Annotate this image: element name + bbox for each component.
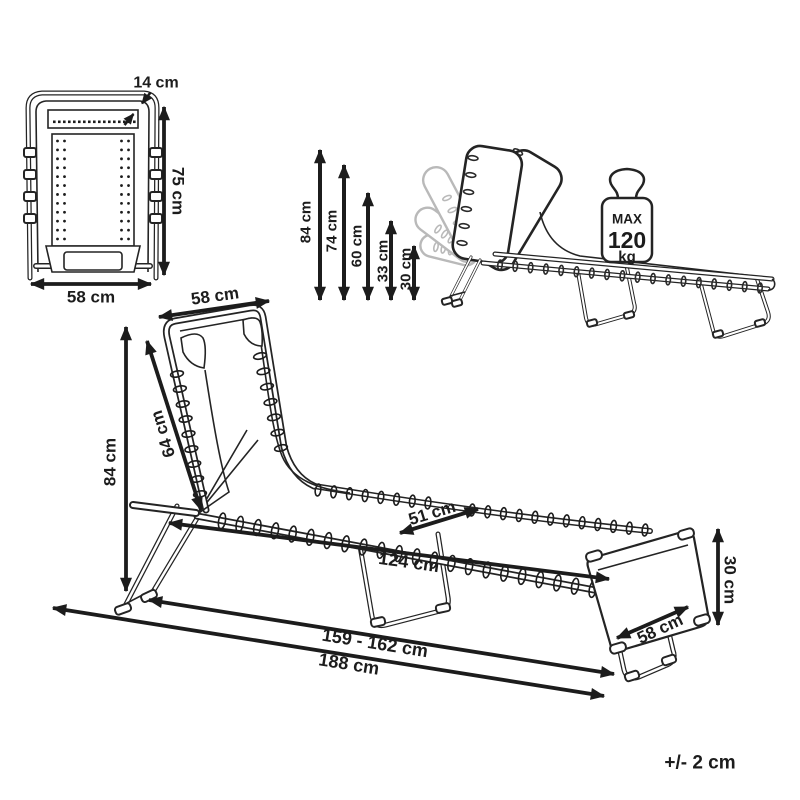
dim-label: 64 cm bbox=[147, 408, 179, 460]
height-label-74: 74 cm bbox=[324, 210, 341, 253]
backrest-height-arrows: 84 cm 74 cm 60 cm 33 cm 30 cm bbox=[298, 148, 420, 302]
dim-foot-height: 30 cm bbox=[712, 527, 740, 627]
main-lounger-view: 58 cm 64 cm 84 cm 51 cm 124 cm 159 - 162… bbox=[51, 283, 740, 700]
dim-label: 14 cm bbox=[133, 75, 178, 92]
dim-folded-height: 75 cm bbox=[158, 105, 188, 277]
tolerance-note: +/- 2 cm bbox=[664, 753, 735, 774]
folded-lounger-view: 14 cm 75 cm 58 cm bbox=[23, 75, 188, 307]
mini-lounger-drawing bbox=[440, 144, 776, 339]
max-load-unit: kg bbox=[618, 249, 636, 266]
height-label-33: 33 cm bbox=[375, 240, 392, 283]
dim-overall-height: 84 cm bbox=[101, 325, 132, 593]
mini-bed-cord bbox=[496, 259, 764, 294]
dim-label: 84 cm bbox=[101, 438, 120, 486]
height-label-60: 60 cm bbox=[349, 225, 366, 268]
lacing-holes-sides bbox=[56, 139, 130, 241]
main-lounger-drawing bbox=[113, 304, 711, 683]
recline-positions-view: MAX 120 kg bbox=[414, 144, 776, 339]
height-label-84: 84 cm bbox=[298, 201, 315, 244]
dim-label: 188 cm bbox=[317, 649, 380, 678]
dim-folded-depth: 14 cm bbox=[123, 75, 179, 126]
max-load-badge: MAX 120 kg bbox=[600, 167, 654, 266]
dim-label: 75 cm bbox=[169, 167, 188, 215]
seat-cord bbox=[314, 483, 432, 510]
dim-folded-width: 58 cm bbox=[29, 278, 153, 307]
height-label-30: 30 cm bbox=[398, 248, 415, 291]
dim-label: 58 cm bbox=[67, 288, 115, 307]
dim-label: 30 cm bbox=[721, 556, 740, 604]
folded-lounger-drawing bbox=[23, 90, 163, 281]
dim-leg-span: 159 - 162 cm bbox=[147, 596, 616, 678]
dim-total-length: 188 cm bbox=[51, 604, 606, 700]
max-load-value: 120 bbox=[608, 227, 646, 253]
backrest-lacing-right bbox=[252, 351, 289, 453]
max-load-max: MAX bbox=[612, 212, 642, 227]
dim-bed-length: 124 cm bbox=[167, 518, 611, 584]
weight-icon bbox=[608, 167, 646, 201]
lacing-holes-top bbox=[53, 120, 136, 124]
dim-label: 124 cm bbox=[377, 548, 440, 576]
